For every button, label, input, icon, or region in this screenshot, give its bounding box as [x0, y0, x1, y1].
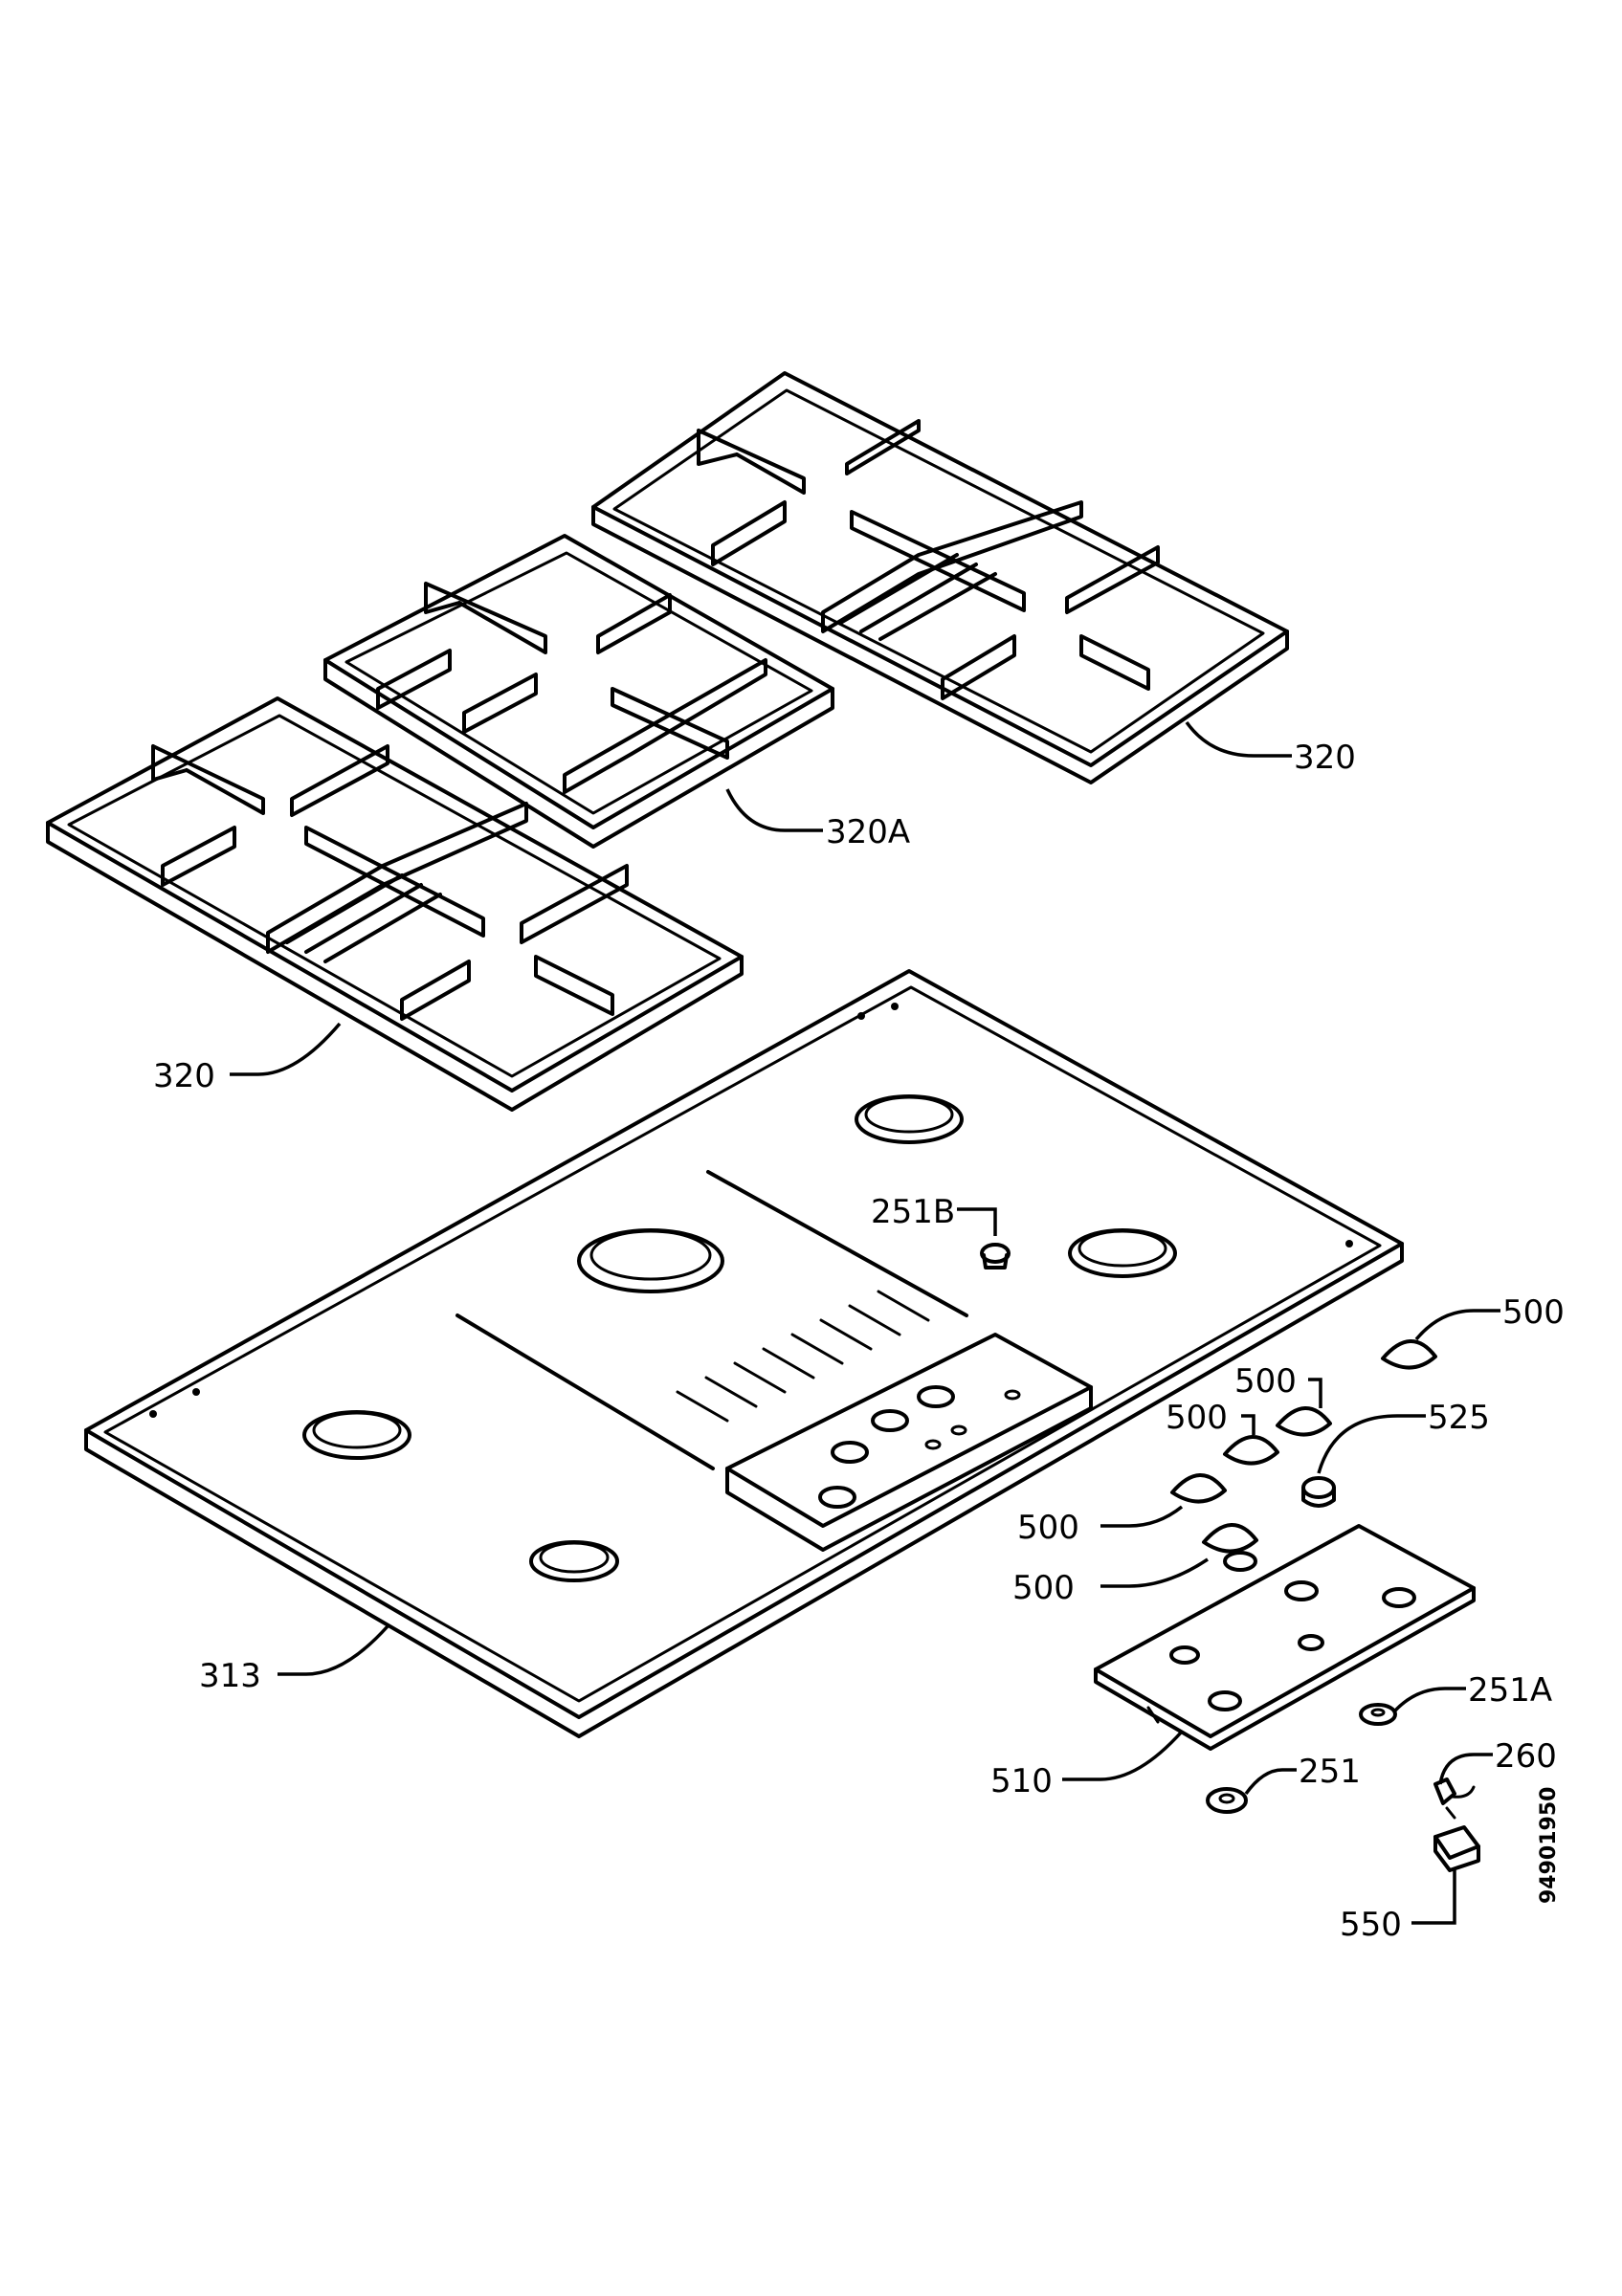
label-313: 313 — [199, 1657, 261, 1695]
label-251: 251 — [1299, 1753, 1361, 1791]
seal-251a — [1359, 1703, 1397, 1726]
label-525: 525 — [1428, 1399, 1490, 1437]
hob-top-313 — [84, 969, 1404, 1738]
label-500-4: 500 — [1017, 1509, 1079, 1547]
screw-251b — [980, 1243, 1011, 1269]
knob-500-b — [1276, 1406, 1332, 1437]
label-251b: 251B — [871, 1193, 955, 1231]
label-320a: 320A — [826, 813, 910, 851]
pan-support-320-right — [591, 371, 1289, 784]
label-500-2: 500 — [1234, 1362, 1297, 1401]
button-525 — [1301, 1476, 1336, 1508]
knob-500-e — [1202, 1523, 1258, 1554]
knob-500-d — [1170, 1473, 1227, 1504]
label-510: 510 — [990, 1762, 1053, 1800]
label-500-top: 500 — [1502, 1293, 1565, 1332]
control-panel-510 — [1094, 1524, 1476, 1751]
label-500-5: 500 — [1012, 1569, 1075, 1607]
label-251a: 251A — [1468, 1671, 1552, 1710]
clip-260 — [1433, 1777, 1476, 1820]
switch-550 — [1433, 1825, 1480, 1872]
pan-support-320-left — [46, 696, 744, 1112]
document-code: 94901950 — [1537, 1787, 1561, 1904]
seal-251 — [1206, 1787, 1248, 1814]
label-320-right: 320 — [1294, 739, 1356, 777]
label-550: 550 — [1340, 1906, 1402, 1944]
label-320-left: 320 — [153, 1057, 215, 1095]
knob-500-c — [1223, 1435, 1279, 1466]
label-500-3: 500 — [1166, 1399, 1228, 1437]
knob-500-a — [1381, 1339, 1437, 1370]
leader-lines — [230, 720, 1500, 1925]
pan-support-320a-middle — [323, 534, 834, 849]
label-260: 260 — [1495, 1737, 1557, 1776]
